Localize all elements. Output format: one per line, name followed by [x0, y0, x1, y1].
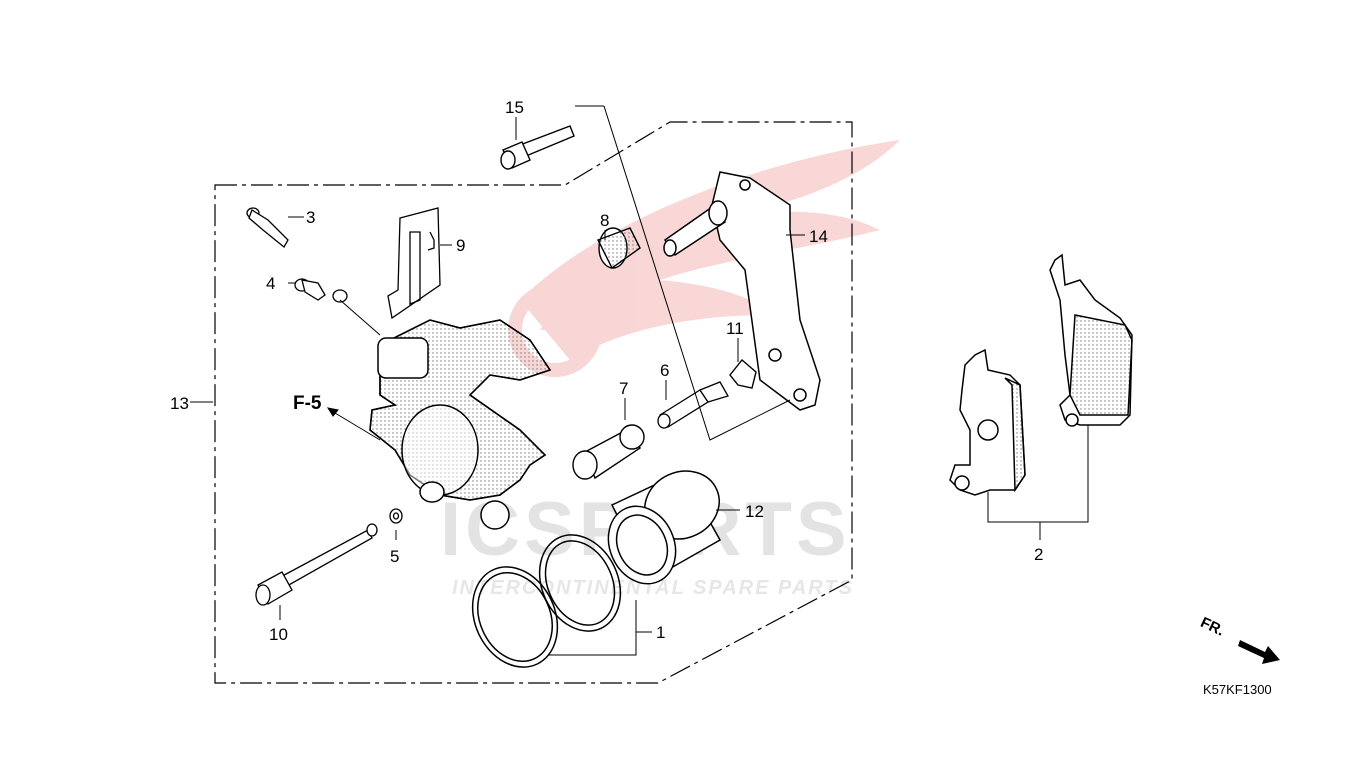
pin-part-6 [657, 381, 729, 429]
callout-4: 4 [266, 274, 276, 293]
callout-2: 2 [1034, 545, 1044, 564]
brake-pads-part-2 [949, 253, 1133, 496]
callout-5: 5 [390, 547, 400, 566]
callout-11: 11 [726, 319, 744, 338]
bolt-part-7 [572, 424, 645, 480]
callout-14: 14 [809, 227, 828, 246]
cap-part-4 [294, 278, 348, 303]
watermark-logo [508, 140, 900, 377]
callout-1: 1 [656, 623, 666, 642]
bracket-part-14 [663, 171, 821, 411]
leader-lines [190, 105, 1089, 656]
seals-part-1 [471, 534, 622, 668]
caliper-body [369, 319, 552, 530]
piston-part-12 [607, 470, 722, 585]
front-direction-arrow [1238, 640, 1280, 664]
watermark-tagline: INTERCONTINENTAL SPARE PARTS [452, 577, 854, 599]
callout-10: 10 [269, 625, 288, 644]
callout-6: 6 [660, 361, 670, 380]
callout-3: 3 [306, 208, 316, 227]
reference-label: F-5 [293, 393, 322, 414]
pad-spring-part-9 [387, 207, 441, 320]
clip-part-11 [729, 358, 757, 389]
washer-part-5 [389, 508, 403, 524]
assembly-boundary [214, 121, 853, 684]
callout-13: 13 [170, 394, 189, 413]
boot-part-8 [597, 227, 641, 270]
diagram-code: K57KF1300 [1203, 682, 1272, 697]
bolt-part-15 [500, 125, 575, 170]
callout-8: 8 [600, 211, 610, 230]
callout-9: 9 [456, 236, 466, 255]
bleeder-screw-part-3 [246, 207, 289, 248]
pin-part-10 [255, 523, 378, 606]
callout-15: 15 [505, 98, 524, 117]
callout-7: 7 [619, 379, 629, 398]
callout-12: 12 [745, 502, 764, 521]
